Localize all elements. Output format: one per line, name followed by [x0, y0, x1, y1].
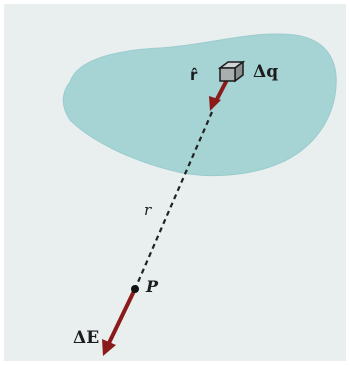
- charge-distribution-region: [62, 33, 337, 177]
- unit-vector-arrowhead: [209, 96, 221, 111]
- distance-label: r: [144, 201, 152, 219]
- field-vector-label: ΔE: [73, 328, 100, 348]
- unit-vector-label: r̂: [190, 66, 198, 84]
- field-vector-arrow: [107, 288, 137, 344]
- field-point-dot: [131, 285, 139, 293]
- field-point-label: P: [146, 277, 159, 296]
- charge-element-cube: [217, 60, 246, 83]
- field-vector-arrowhead: [102, 339, 116, 356]
- charge-label: Δq: [253, 62, 279, 82]
